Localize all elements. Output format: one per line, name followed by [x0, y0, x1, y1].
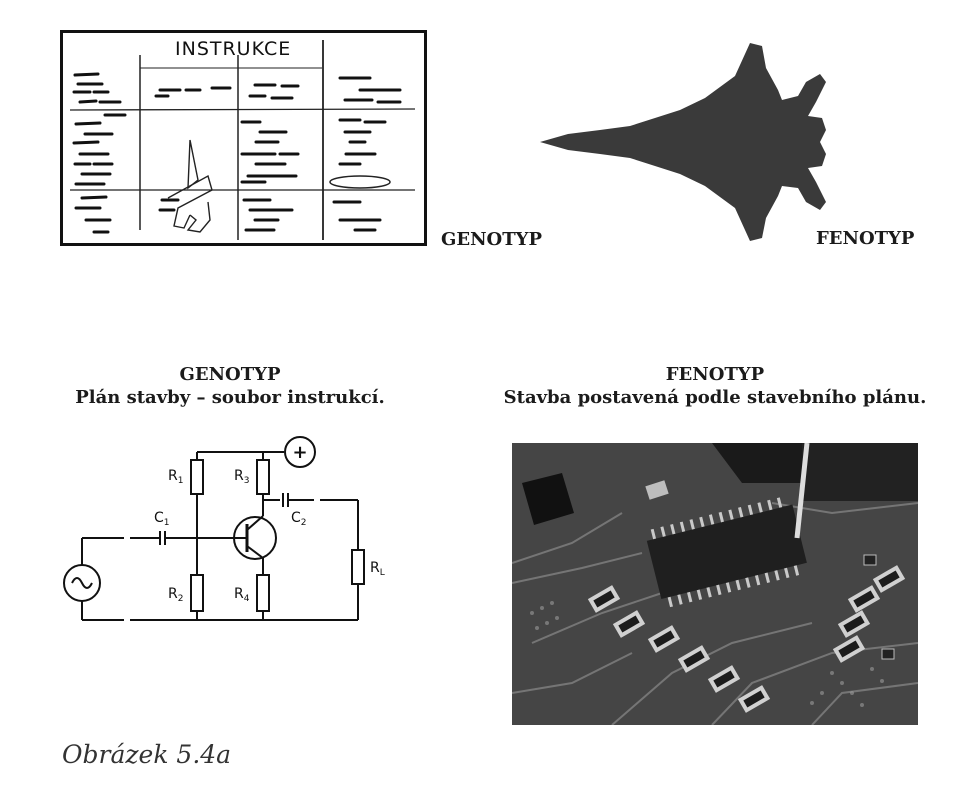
fenotyp-title: FENOTYP	[665, 364, 765, 385]
c2-label: C	[291, 510, 301, 526]
svg-text:C1: C1	[154, 510, 170, 528]
fenotyp-subtitle: Stavba postavená podle stavebního plánu.	[503, 387, 927, 408]
rl-label: R	[370, 560, 380, 576]
r1-sub: 1	[178, 476, 184, 486]
rl-sub: L	[380, 568, 385, 578]
r3-label: R	[234, 468, 244, 484]
genotyp-title: GENOTYP	[179, 364, 281, 385]
svg-text:R3: R3	[234, 468, 249, 486]
fenotyp-label-top: FENOTYP	[816, 228, 915, 249]
r2-sub: 2	[178, 594, 184, 604]
instruction-sheet: INSTRUKCE	[60, 30, 427, 246]
circuit-board-image	[511, 442, 919, 726]
circuit-board-photo	[511, 442, 919, 726]
r3-sub: 3	[244, 476, 250, 486]
instruction-sheet-drawing	[60, 30, 427, 246]
instrukce-title: INSTRUKCE	[175, 38, 292, 60]
r1-label: R	[168, 468, 178, 484]
svg-text:RL: RL	[370, 560, 385, 578]
svg-text:C2: C2	[291, 510, 307, 528]
r4-sub: 4	[244, 594, 250, 604]
svg-text:R4: R4	[234, 586, 250, 604]
svg-text:R2: R2	[168, 586, 183, 604]
c1-label: C	[154, 510, 164, 526]
r4-label: R	[234, 586, 244, 602]
r2-label: R	[168, 586, 178, 602]
jet-silhouette	[530, 38, 840, 243]
circuit-diagram: + R1 R2 R3 R4 RL C1 C2	[52, 430, 392, 630]
jet-silhouette-image	[540, 43, 826, 241]
figure-caption: Obrázek 5.4a	[62, 740, 232, 769]
c2-sub: 2	[301, 518, 307, 528]
genotyp-label-top: GENOTYP	[441, 229, 543, 250]
c1-sub: 1	[164, 518, 170, 528]
svg-text:R1: R1	[168, 468, 183, 486]
circuit-schematic: + R1 R2 R3 R4 RL C1 C2	[63, 436, 385, 621]
genotyp-subtitle: Plán stavby – soubor instrukcí.	[75, 387, 385, 408]
plus-terminal: +	[292, 442, 307, 463]
